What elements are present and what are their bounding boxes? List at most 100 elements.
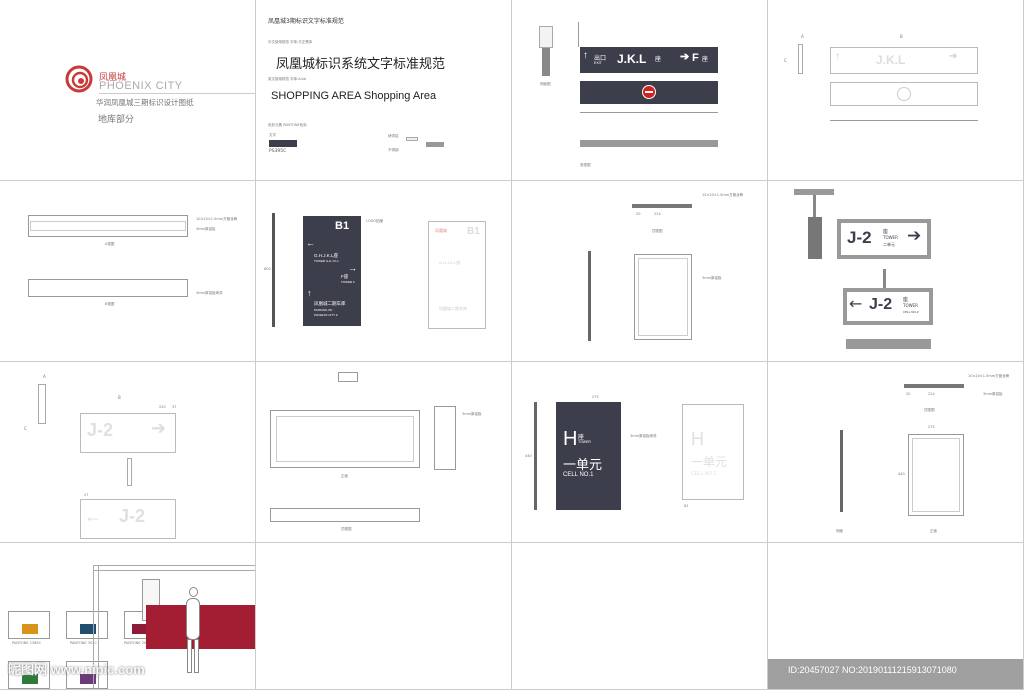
- logo-note: LOGO贴膜: [366, 219, 384, 223]
- ghost-w2: 37: [172, 405, 177, 409]
- phoenix-logo-icon: [65, 65, 93, 93]
- exit-label-en: EXIT: [594, 61, 602, 65]
- ghost-dim-c: C: [24, 426, 27, 431]
- ghost-sign-top: ↑ J.K.L ➔: [830, 47, 978, 74]
- hf-top-label: 顶视图: [924, 408, 935, 412]
- divider-line: [99, 93, 255, 94]
- bottom-bar: [580, 140, 718, 147]
- right-watermark: ID:20457027 NO:20190111215913071080: [788, 665, 957, 675]
- arrow-up-icon: ↑: [583, 50, 588, 61]
- left-watermark: 昵图网 www.nipic.com: [8, 662, 145, 677]
- h-ghost-unit-en: CELL NO.1: [691, 471, 717, 477]
- j2-right-arrow-icon: ➔: [907, 226, 922, 246]
- ghost-no-entry-icon: [897, 87, 911, 101]
- ghost-j2-left-arrow-icon: ←: [84, 506, 102, 526]
- material-swatch-2: [426, 142, 444, 147]
- frame-inner: [638, 258, 688, 336]
- spec-note-3: 3mm厚铝板烤漆: [196, 291, 223, 295]
- exit-sign-bottom: [580, 81, 718, 104]
- hf-side: [840, 430, 843, 512]
- swatch-orange: [22, 624, 38, 634]
- person-figure-icon: [183, 587, 203, 675]
- ghost-j2-top: J-2 ➔: [80, 413, 176, 453]
- elev-spec: 3mm厚铝板: [462, 412, 482, 416]
- hf-frame-inner: [912, 438, 960, 512]
- j2-unit: 二单元: [883, 242, 895, 247]
- top-label: 顶视图: [652, 229, 663, 233]
- exit-label-cn: 出口: [594, 56, 607, 62]
- ghost-arrow-icon: ↑: [835, 51, 840, 62]
- hf-spec-2: 3mm厚铝板: [983, 392, 1003, 396]
- arrow-right-icon: ➔: [680, 51, 690, 63]
- tower-suffix: 座: [655, 57, 662, 63]
- material-label: 烤漆铝: [388, 134, 399, 138]
- swatch-frame-1: [8, 611, 50, 639]
- ghost-j2-bottom: ← J-2: [80, 499, 176, 539]
- side-strip: [588, 251, 591, 341]
- b1-sign: B1 ← G.H.J.K.L座 TOWER G.H.J.K.L → F座 TOW…: [303, 216, 361, 326]
- j2-suffix: 座: [883, 229, 889, 235]
- spec-note-2: 3mm厚铝板: [196, 227, 216, 231]
- hf-dim-440: 440: [898, 472, 905, 476]
- exit-ghost-panel: B A C ↑ J.K.L ➔: [768, 0, 1024, 181]
- en-sample: SHOPPING AREA Shopping Area: [271, 90, 437, 102]
- ghost-j2-arrow-icon: ➔: [151, 418, 167, 438]
- j2-ghost-panel: A B C 220 37 J-2 ➔ 27 ← J-2: [0, 362, 256, 543]
- typography-heading: 凤凰城3期标识文字标准规范: [268, 18, 344, 25]
- spec-note-4: 10×20×1.5mm方管龙骨: [702, 193, 744, 197]
- dim-224: 224: [654, 212, 661, 216]
- cover-subtitle: 华润凤凰城三期标识设计图纸: [96, 98, 194, 107]
- pillar-post: [93, 565, 99, 689]
- en-spec-label: 英文使用规范 字体:Arial: [268, 77, 307, 81]
- h-frame-panel: 20 224 顶视图 侧面 正面 440 275 10×20×1.5mm方管龙骨…: [768, 362, 1024, 543]
- b1-pole: [272, 213, 275, 327]
- j2-unit-en-2: CELL NO.2: [903, 310, 919, 314]
- h-ghost-tower: H: [691, 429, 704, 449]
- ghost-dim-a: A: [43, 374, 46, 379]
- pillar: [93, 565, 255, 571]
- hanger-2: [883, 269, 886, 289]
- h-tower-en: TOWER: [578, 440, 591, 444]
- swatch-label-2: PANTONE 302C: [70, 641, 97, 645]
- ceiling-mount: [539, 26, 553, 48]
- h-tower: H: [563, 428, 578, 450]
- h-sign-panel: 440 275 H 座 TOWER 一单元 CELL NO.1 H 一单元 CE…: [512, 362, 768, 543]
- ghost-brand: 凤凰城: [435, 228, 447, 233]
- hf-dim-275: 275: [928, 425, 935, 429]
- swatch-label: 文字: [269, 133, 276, 137]
- j2-text: J-2: [847, 228, 872, 247]
- swatch-label-3: PANTONE 201C: [124, 641, 151, 645]
- swatch-frame-2: [66, 611, 108, 639]
- ghost-right-arrow-icon: ➔: [949, 51, 958, 62]
- h-suffix: 座: [578, 435, 585, 441]
- elev-frame-inner: [276, 416, 414, 462]
- h-dim-62: 62: [684, 504, 689, 508]
- j2-text-2: J-2: [869, 296, 893, 313]
- side-post: [798, 44, 803, 74]
- elevation-panel-2: 正面 顶视图 3mm厚铝板: [256, 362, 512, 543]
- brand-cn: 凤凰城: [99, 73, 127, 83]
- j2-tower-en-2: TOWER: [903, 303, 918, 308]
- dim-line: [580, 112, 718, 113]
- cn-spec-label: 中文使用规范 字体:方正黑体: [268, 40, 313, 44]
- ghost-b1: B1: [467, 226, 480, 237]
- h-unit: 一单元: [563, 457, 603, 472]
- typography-panel: 凤凰城3期标识文字标准规范 中文使用规范 字体:方正黑体 凤凰城标识系统文字标准…: [256, 0, 512, 181]
- sign-mount-line: [578, 22, 579, 47]
- j2-base: [846, 339, 931, 349]
- j2-hanging-panel: J-2 座 TOWER 二单元 ➔ ← J-2 座 TOWER CELL NO.…: [768, 181, 1024, 362]
- elevation-bottom: [28, 279, 188, 297]
- b1-line2: F座: [341, 274, 349, 279]
- ceiling-block: [794, 189, 834, 195]
- cover-section: 地库部分: [98, 115, 135, 125]
- watermark-bar: [768, 659, 1023, 689]
- bottom-label: 底视图: [580, 163, 591, 167]
- elev-note: 正面: [341, 474, 348, 478]
- brand-en: PHOENIX CITY: [99, 80, 183, 92]
- ghost-hanger: [127, 458, 132, 486]
- b1-level: B1: [335, 220, 350, 232]
- spec-note-5: 3mm厚铝板: [702, 276, 722, 280]
- elev-note-2: 顶视图: [341, 527, 352, 531]
- swatch-red: [132, 624, 148, 634]
- ghost-j2-text-2: J-2: [119, 506, 146, 526]
